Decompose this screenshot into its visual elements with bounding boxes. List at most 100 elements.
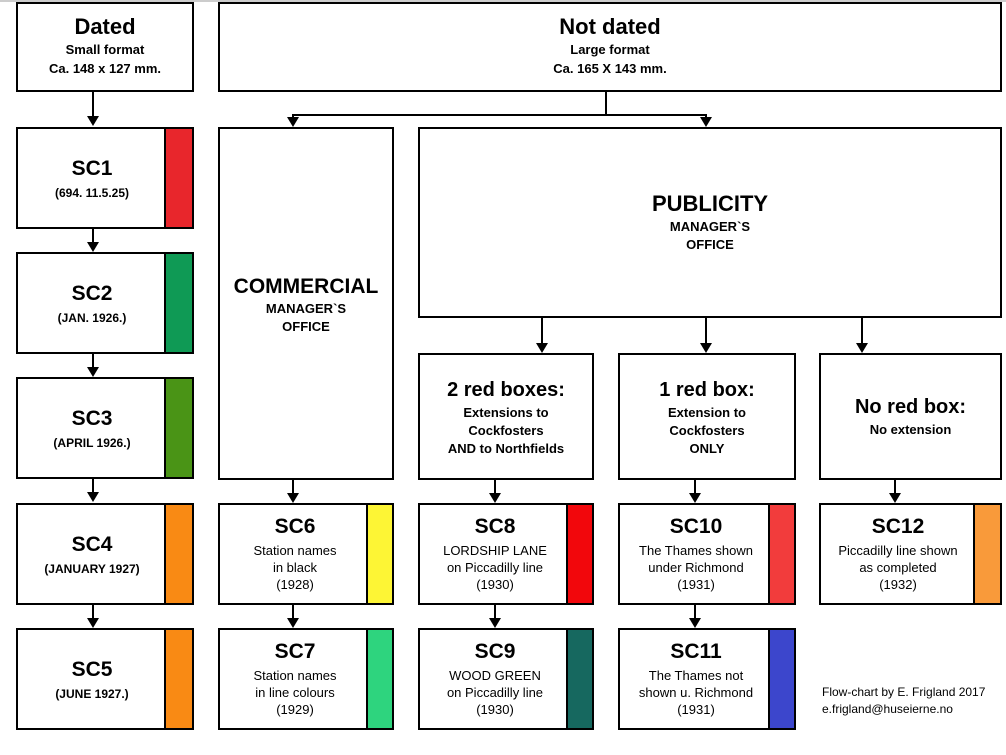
sc8-color-box xyxy=(566,505,592,603)
credit-email: e.frigland@huseierne.no xyxy=(822,702,953,717)
credit-note: Flow-chart by E. Frigland 2017 e.friglan… xyxy=(822,684,985,719)
sc4-color-box xyxy=(164,505,192,603)
dated-box: Dated Small format Ca. 148 x 127 mm. xyxy=(16,2,194,92)
sc12-line2: as completed xyxy=(859,559,937,575)
sc3-sub: (APRIL 1926.) xyxy=(53,436,131,450)
sc5-code: SC5 xyxy=(71,658,113,681)
sc9-line1: WOOD GREEN xyxy=(449,668,541,683)
sc11-line3: (1931) xyxy=(677,701,715,717)
publicity-box: PUBLICITY MANAGER`S OFFICE xyxy=(418,127,1002,318)
connector xyxy=(894,480,896,494)
commercial-box: COMMERCIAL MANAGER`S OFFICE xyxy=(218,127,394,480)
sc12-color-box xyxy=(973,505,1000,603)
no-red-box-box: No red box: No extension xyxy=(819,353,1002,480)
one-red-line3: ONLY xyxy=(689,441,725,456)
sc1-box: SC1 (694. 11.5.25) xyxy=(16,127,194,229)
arrowhead xyxy=(700,117,712,127)
no-red-line1: No extension xyxy=(869,422,952,437)
one-red-title: 1 red box: xyxy=(659,379,755,401)
connector xyxy=(292,114,294,118)
sc10-line3: (1931) xyxy=(677,576,715,592)
sc11-box: SC11 The Thames not shown u. Richmond (1… xyxy=(618,628,796,730)
sc3-box: SC3 (APRIL 1926.) xyxy=(16,377,194,479)
connector xyxy=(92,92,94,116)
sc4-code: SC4 xyxy=(71,533,113,556)
connector xyxy=(694,605,696,619)
connector xyxy=(92,354,94,368)
sc10-line1: The Thames shown xyxy=(639,543,753,558)
connector xyxy=(292,605,294,619)
sc2-code: SC2 xyxy=(71,282,113,305)
publicity-line2: OFFICE xyxy=(686,237,734,252)
sc8-line2: on Piccadilly line xyxy=(446,559,544,575)
arrowhead xyxy=(87,242,99,252)
sc6-line2: in black xyxy=(272,559,318,575)
connector xyxy=(541,318,543,344)
sc7-line3: (1929) xyxy=(276,701,314,717)
sc10-box: SC10 The Thames shown under Richmond (19… xyxy=(618,503,796,605)
sc9-code: SC9 xyxy=(474,640,516,663)
commercial-line2: OFFICE xyxy=(282,319,330,334)
dated-title: Dated xyxy=(74,14,136,39)
sc2-sub: (JAN. 1926.) xyxy=(57,311,127,325)
publicity-title: PUBLICITY xyxy=(651,191,769,216)
sc10-color-box xyxy=(768,505,794,603)
credit-author: Flow-chart by E. Frigland 2017 xyxy=(822,685,986,699)
sc5-box: SC5 (JUNE 1927.) xyxy=(16,628,194,730)
notdated-format: Large format xyxy=(570,42,650,57)
sc7-line2: in line colours xyxy=(255,684,335,700)
sc6-color-box xyxy=(366,505,392,603)
sc7-line1: Station names xyxy=(253,668,337,683)
sc12-line3: (1932) xyxy=(879,576,917,592)
sc8-code: SC8 xyxy=(474,515,516,538)
arrowhead xyxy=(87,492,99,502)
sc11-code: SC11 xyxy=(670,640,722,663)
two-red-line1: Extensions to xyxy=(463,405,549,420)
sc12-line1: Piccadilly line shown xyxy=(838,543,958,558)
sc4-box: SC4 (JANUARY 1927) xyxy=(16,503,194,605)
arrowhead xyxy=(536,343,548,353)
sc6-box: SC6 Station names in black (1928) xyxy=(218,503,394,605)
arrowhead xyxy=(287,618,299,628)
two-red-line2: Cockfosters xyxy=(468,423,544,438)
connector xyxy=(92,479,94,493)
no-red-title: No red box: xyxy=(854,396,967,418)
sc1-code: SC1 xyxy=(71,157,113,180)
arrowhead xyxy=(87,618,99,628)
connector xyxy=(494,480,496,494)
sc6-line3: (1928) xyxy=(276,576,314,592)
sc2-box: SC2 (JAN. 1926.) xyxy=(16,252,194,354)
connector xyxy=(292,114,707,116)
sc7-box: SC7 Station names in line colours (1929) xyxy=(218,628,394,730)
connector xyxy=(292,480,294,494)
connector xyxy=(694,480,696,494)
dated-size: Ca. 148 x 127 mm. xyxy=(48,61,162,76)
dated-format: Small format xyxy=(65,42,145,57)
top-connector-line xyxy=(0,0,1006,2)
sc11-line1: The Thames not xyxy=(648,668,744,683)
connector xyxy=(705,318,707,344)
sc12-box: SC12 Piccadilly line shown as completed … xyxy=(819,503,1002,605)
sc10-line2: under Richmond xyxy=(648,559,744,575)
sc4-sub: (JANUARY 1927) xyxy=(44,562,140,576)
sc3-color-box xyxy=(164,379,192,477)
sc8-line3: (1930) xyxy=(476,576,514,592)
sc9-color-box xyxy=(566,630,592,728)
two-red-title: 2 red boxes: xyxy=(447,379,565,401)
connector xyxy=(494,605,496,619)
sc11-color-box xyxy=(768,630,794,728)
connector xyxy=(705,114,707,118)
arrowhead xyxy=(689,493,701,503)
sc5-sub: (JUNE 1927.) xyxy=(55,687,129,701)
sc11-line2: shown u. Richmond xyxy=(638,684,754,700)
one-red-box-box: 1 red box: Extension to Cockfosters ONLY xyxy=(618,353,796,480)
connector xyxy=(605,92,607,116)
arrowhead xyxy=(856,343,868,353)
connector xyxy=(92,605,94,619)
connector xyxy=(861,318,863,344)
sc7-color-box xyxy=(366,630,392,728)
two-red-line3: AND to Northfields xyxy=(447,441,565,456)
sc7-code: SC7 xyxy=(274,640,316,663)
sc8-line1: LORDSHIP LANE xyxy=(443,543,547,558)
sc1-color-box xyxy=(164,129,192,227)
